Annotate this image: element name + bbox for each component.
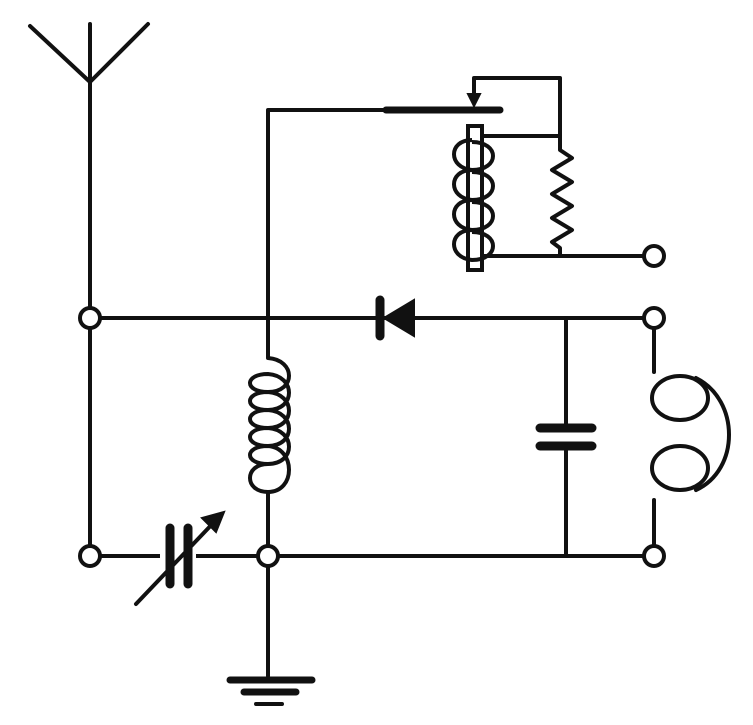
- relay-coil-icon: [452, 138, 495, 263]
- headphones-icon: [650, 374, 731, 492]
- terminal-icon: [642, 306, 666, 330]
- terminal-icon: [78, 544, 102, 568]
- terminal-icon: [642, 544, 666, 568]
- bypass-capacitor-icon: [535, 316, 597, 558]
- crystal-diode-icon: [375, 295, 415, 341]
- relay-feed-wire: [266, 108, 482, 320]
- terminal-icon: [256, 544, 280, 568]
- relay-spring-icon: [550, 134, 574, 258]
- tuning-coil-icon: [248, 316, 291, 558]
- terminal-icon: [78, 306, 102, 330]
- terminal-icon: [642, 244, 666, 268]
- antenna-icon: [28, 22, 150, 320]
- relay-assembly: [382, 76, 656, 272]
- variable-capacitor-icon: [134, 510, 226, 606]
- ground-icon: [226, 554, 316, 706]
